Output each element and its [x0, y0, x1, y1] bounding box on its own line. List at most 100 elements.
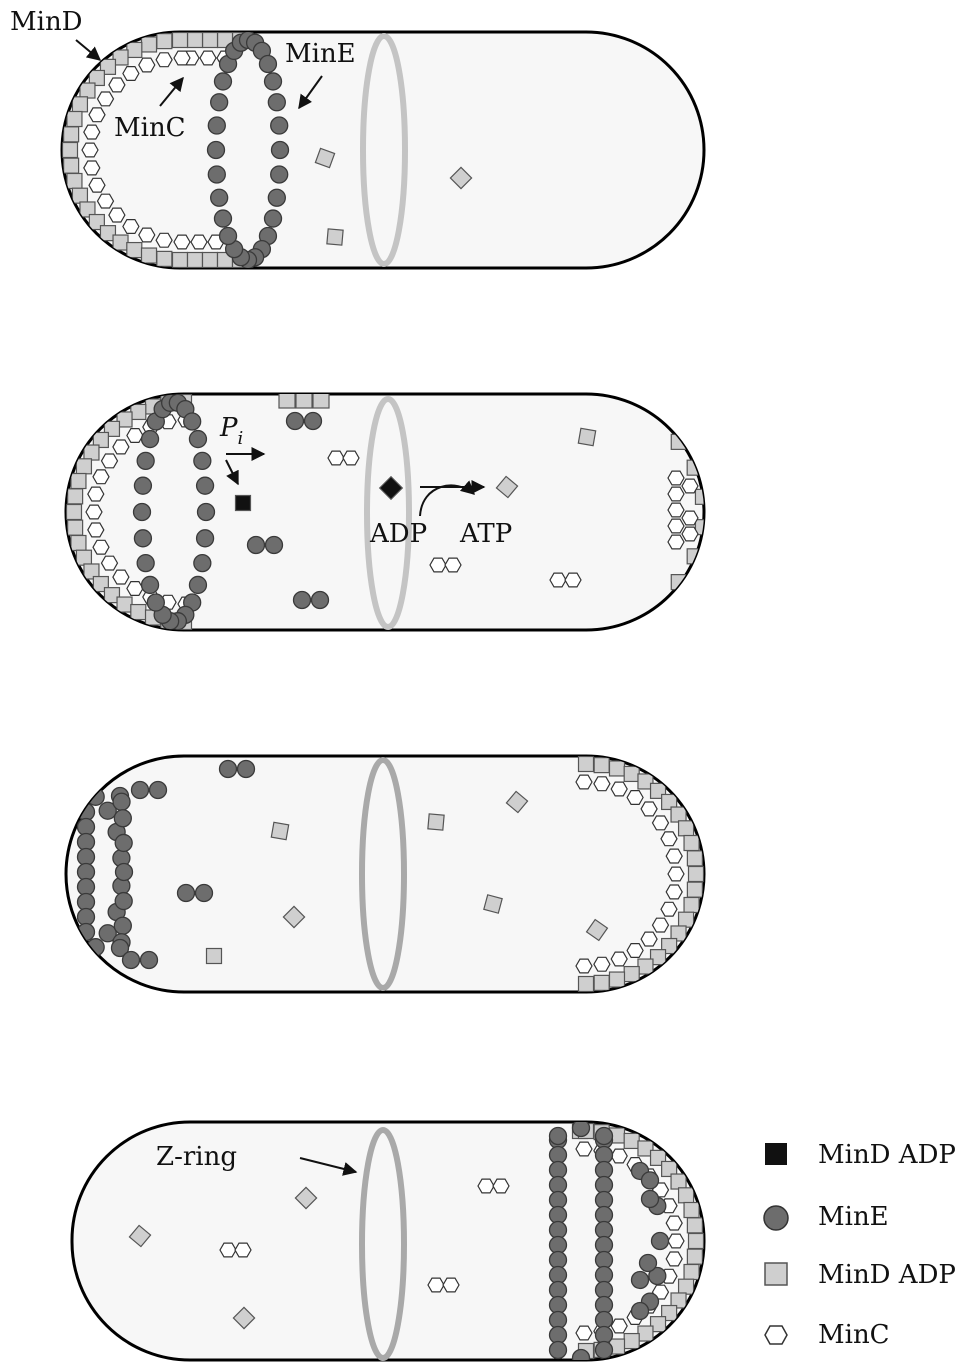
- mind-molecule: [71, 535, 86, 550]
- minc-molecule: [666, 849, 682, 863]
- mine-molecule: [248, 537, 265, 554]
- mind-molecule: [127, 42, 142, 57]
- mine-molecule: [214, 73, 231, 90]
- minc-molecule: [93, 540, 109, 554]
- legend: MinD ADP MinE MinD ADP MinC: [764, 1140, 956, 1350]
- minc-molecule: [174, 235, 190, 249]
- mine-molecule: [113, 793, 130, 810]
- mine-molecule: [194, 555, 211, 572]
- minc-molecule: [220, 1243, 236, 1257]
- mind-molecule: [142, 37, 157, 52]
- dark-circle-icon: [764, 1206, 788, 1230]
- mine-molecule: [142, 431, 159, 448]
- label-mine: MinE: [285, 39, 356, 69]
- mind-molecule: [188, 253, 203, 268]
- minc-molecule: [666, 1252, 682, 1266]
- minc-molecule: [478, 1179, 494, 1193]
- minc-molecule: [84, 125, 100, 139]
- mine-molecule: [189, 431, 206, 448]
- minc-molecule: [661, 902, 677, 916]
- minc-molecule: [328, 451, 344, 465]
- mine-molecule: [178, 885, 195, 902]
- mine-molecule: [115, 834, 132, 851]
- mind-molecule: [671, 1174, 686, 1189]
- mind-molecule: [684, 897, 699, 912]
- gray-square-icon: [765, 1263, 787, 1285]
- mind-arrow: [76, 40, 100, 60]
- panel-4-cell: Z-ring: [72, 1120, 704, 1363]
- label-adp: ADP: [369, 519, 427, 549]
- mine-molecule: [123, 952, 140, 969]
- mind-molecule: [173, 253, 188, 268]
- mine-molecule: [211, 189, 228, 206]
- mind-molecule: [127, 243, 142, 258]
- mine-molecule: [305, 413, 322, 430]
- mind-molecule: [484, 895, 502, 913]
- mind-molecule: [203, 253, 218, 268]
- minc-molecule: [93, 470, 109, 484]
- mine-molecule: [208, 166, 225, 183]
- minc-molecule: [156, 53, 172, 67]
- minc-molecule: [682, 479, 698, 493]
- minc-molecule: [123, 67, 139, 81]
- mind-molecule: [671, 575, 686, 590]
- mine-molecule: [312, 592, 329, 609]
- mind-molecule: [80, 83, 95, 98]
- minc-molecule: [653, 816, 669, 830]
- mind-molecule: [687, 1218, 702, 1233]
- minc-molecule: [428, 1278, 444, 1292]
- mine-molecule: [271, 117, 288, 134]
- mine-molecule: [197, 530, 214, 547]
- mind-molecule: [207, 949, 222, 964]
- mind-molecule: [64, 127, 79, 142]
- mind-molecule: [684, 1203, 699, 1218]
- mind-molecule: [203, 33, 218, 48]
- mind-molecule: [68, 489, 83, 504]
- minc-molecule: [611, 782, 627, 796]
- mind-molecule: [76, 459, 91, 474]
- cell-membrane: [66, 394, 704, 630]
- minc-molecule: [102, 454, 118, 468]
- mind-molecule: [131, 605, 146, 620]
- panel-3-cell: [66, 756, 704, 992]
- mine-molecule: [265, 210, 282, 227]
- mine-molecule: [272, 142, 289, 159]
- black-square-icon: [765, 1143, 787, 1165]
- mind-molecule: [687, 851, 702, 866]
- mine-molecule: [194, 452, 211, 469]
- mind-molecule: [679, 1188, 694, 1203]
- mind-molecule: [67, 112, 82, 127]
- mind-molecule: [72, 97, 87, 112]
- minc-molecule: [594, 957, 610, 971]
- mine-molecule: [214, 210, 231, 227]
- minc-molecule: [139, 58, 155, 72]
- panel-1-cell: MinD MinE MinC: [10, 7, 704, 269]
- minc-molecule: [668, 471, 684, 485]
- minc-molecule: [127, 429, 143, 443]
- mind-molecule: [157, 251, 172, 266]
- mine-molecule: [238, 761, 255, 778]
- minc-molecule: [88, 523, 104, 537]
- legend-label-2: MinE: [818, 1202, 889, 1232]
- mine-molecule: [197, 477, 214, 494]
- label-minc: MinC: [114, 113, 186, 143]
- minc-molecule: [84, 161, 100, 175]
- mind-molecule: [76, 550, 91, 565]
- mine-molecule: [259, 55, 276, 72]
- mine-molecule: [640, 1255, 657, 1272]
- minc-molecule: [550, 573, 566, 587]
- minc-molecule: [89, 178, 105, 192]
- mine-molecule: [115, 893, 132, 910]
- mind-molecule: [687, 1249, 702, 1264]
- mind-molecule: [84, 445, 99, 460]
- minc-molecule: [576, 1142, 592, 1156]
- mine-molecule: [74, 944, 91, 961]
- mine-molecule: [184, 413, 201, 430]
- minc-molecule: [98, 194, 114, 208]
- mind-molecule: [271, 822, 288, 839]
- mind-molecule: [609, 761, 624, 776]
- mind-molecule: [684, 836, 699, 851]
- minc-molecule: [653, 918, 669, 932]
- mine-molecule: [573, 1120, 590, 1137]
- minc-molecule: [88, 487, 104, 501]
